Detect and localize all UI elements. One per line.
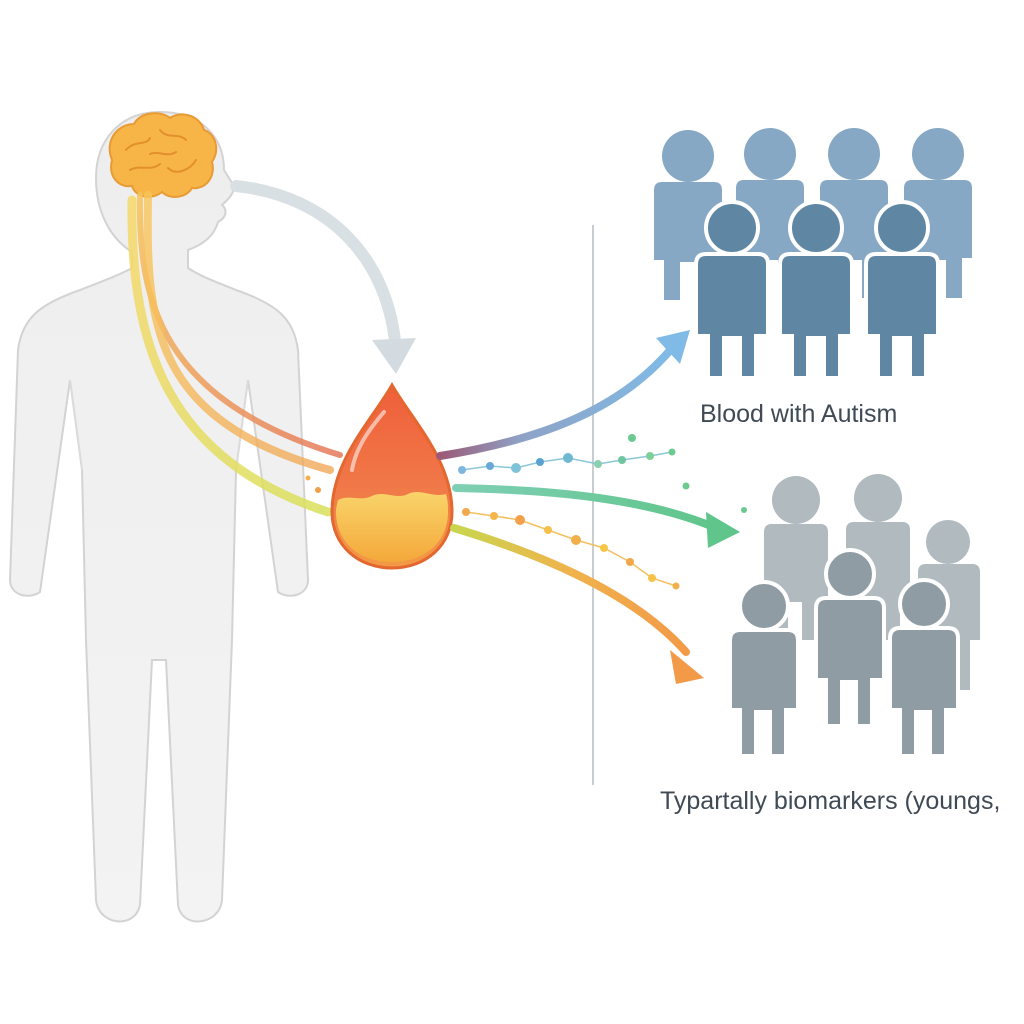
biomarker-particles (458, 434, 747, 590)
nerve-ribbon-red (136, 192, 343, 458)
grey-arrow (230, 180, 416, 374)
autism-arrow-head (656, 330, 690, 364)
brain-shape (108, 112, 218, 198)
green-arrow-head (706, 512, 740, 548)
typical-people-front (728, 548, 960, 758)
typical-arrow (450, 524, 704, 684)
brain-folds (125, 129, 197, 173)
green-arrow-shaft (452, 484, 720, 532)
particle (462, 508, 470, 516)
particle (458, 466, 466, 474)
typical-group-caption: Typartally biomarkers (youngs, (660, 787, 1001, 815)
particle (646, 452, 654, 460)
particle (682, 482, 690, 490)
typical-arrow-head (670, 650, 704, 684)
particle (668, 448, 676, 456)
nerve-ribbons (127, 191, 343, 517)
particle (594, 460, 602, 468)
blood-drop-icon (330, 381, 454, 570)
particle (600, 544, 608, 552)
particle (544, 526, 552, 534)
particle (648, 574, 656, 582)
grey-arrow-shaft (230, 180, 402, 358)
drop-highlight (350, 410, 386, 472)
left-arm-line (69, 379, 83, 471)
drop-liquid (336, 492, 448, 562)
particle (305, 475, 311, 481)
particle (618, 456, 626, 464)
particle (628, 434, 636, 442)
person-icon (728, 580, 800, 758)
autism-arrow (436, 330, 690, 460)
right-arm-line (235, 379, 249, 471)
particle (571, 535, 581, 545)
particle (315, 487, 321, 493)
person-icon (778, 200, 854, 380)
green-arrow (452, 484, 740, 548)
particle (626, 558, 634, 566)
particle (515, 515, 525, 525)
autism-arrow-shaft (436, 344, 676, 460)
brain-icon (108, 112, 218, 198)
person-icon (864, 200, 940, 380)
nerve-ribbon-orange (143, 191, 334, 474)
particle (563, 453, 573, 463)
grey-arrow-head (372, 338, 416, 374)
particle (536, 458, 544, 466)
nerve-ribbon-yellow (127, 195, 333, 517)
person-icon (814, 548, 886, 728)
person-icon (888, 578, 960, 758)
particle (672, 582, 680, 590)
autism-people-front (694, 200, 940, 380)
typical-arrow-shaft (450, 524, 690, 656)
particle (486, 462, 494, 470)
autism-group-caption: Blood with Autism (700, 400, 898, 428)
particle (741, 507, 747, 513)
typical-group (728, 474, 980, 758)
particle (490, 512, 498, 520)
particle (511, 463, 521, 473)
person-icon (694, 200, 770, 380)
human-body-icon (8, 110, 310, 923)
body-silhouette (8, 110, 310, 923)
autism-group (654, 128, 972, 380)
